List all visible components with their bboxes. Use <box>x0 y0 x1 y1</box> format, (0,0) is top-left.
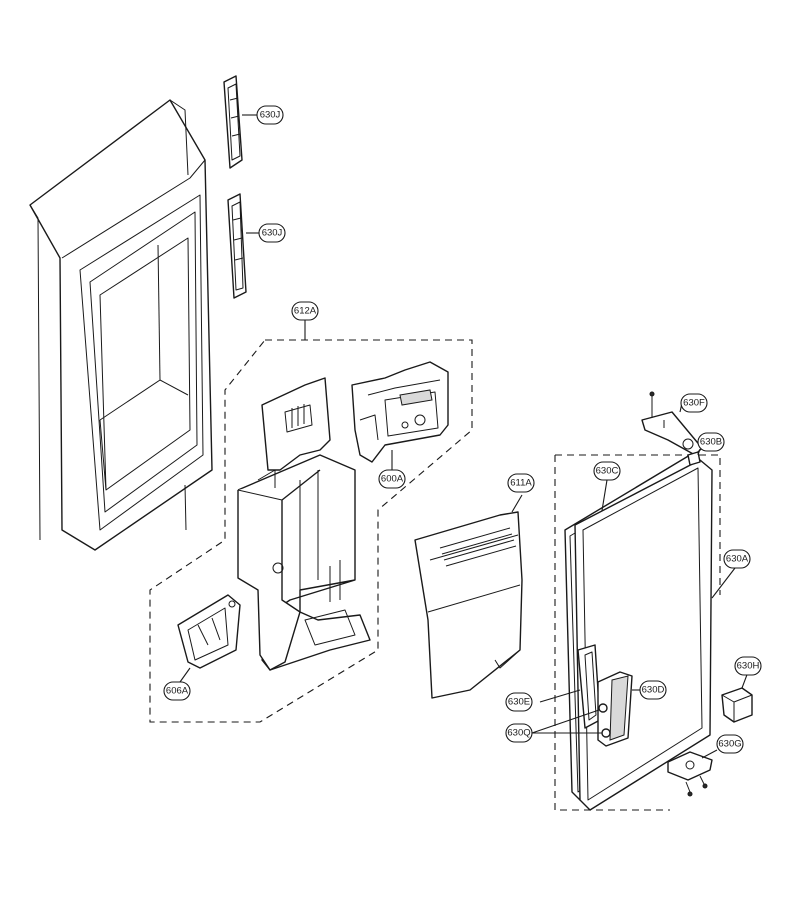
assembly-612A-boundary: 612A <box>149 301 473 723</box>
door-outer-panel <box>29 99 213 551</box>
part-630Q-screws: 630Q <box>505 703 611 743</box>
callout-606A <box>163 681 191 701</box>
part-630J-top: 630J <box>223 75 284 169</box>
callout-611A-label: 611A <box>510 478 532 489</box>
callout-630A-label: 630A <box>726 554 749 565</box>
callout-630B-label: 630B <box>700 437 722 448</box>
callout-630G-label: 630G <box>718 739 741 750</box>
callout-630J-bottom-label: 630J <box>262 228 283 239</box>
callout-612A <box>291 301 319 321</box>
part-630E-handle-bracket: 630E <box>505 644 601 729</box>
part-600A: 600A <box>351 361 449 489</box>
callout-630D-label: 630D <box>642 685 665 696</box>
callout-630D <box>639 680 667 700</box>
callout-630F-label: 630F <box>683 398 705 409</box>
part-630D-handle: 630D <box>597 671 667 747</box>
part-630J-bottom: 630J <box>227 193 286 299</box>
callout-630J-top <box>256 105 284 125</box>
callout-630C <box>593 461 621 481</box>
callout-630J-top-label: 630J <box>260 110 281 121</box>
part-606A: 606A <box>163 594 241 701</box>
callout-611A <box>507 473 535 493</box>
callout-630E-label: 630E <box>508 697 530 708</box>
callout-630E <box>505 692 533 712</box>
callout-630H <box>734 656 762 676</box>
callout-606A-label: 606A <box>166 686 189 697</box>
callout-630C-label: 630C <box>596 466 619 477</box>
callout-630B <box>697 432 725 452</box>
part-630B-hinge-cap: 630B <box>687 432 725 466</box>
callout-630J-bottom <box>258 223 286 243</box>
assembly-630-boundary <box>554 454 721 811</box>
part-630G-bottom-hinge: 630G <box>667 734 744 797</box>
callout-612A-label: 612A <box>294 306 317 317</box>
part-611A: 611A <box>414 473 535 699</box>
dispenser-bracket <box>237 377 371 671</box>
callout-630Q-label: 630Q <box>507 728 530 739</box>
callout-630H-label: 630H <box>737 661 760 672</box>
callout-630F <box>680 393 708 413</box>
part-630A-door-panel: 630A <box>574 459 751 811</box>
part-630H-cap: 630H <box>721 656 762 723</box>
callout-600A <box>378 469 406 489</box>
part-630F-top-hinge: 630F <box>641 391 708 456</box>
callout-630Q <box>505 723 533 743</box>
callout-600A-label: 600A <box>381 474 404 485</box>
callout-630A <box>723 549 751 569</box>
callout-630G <box>716 734 744 754</box>
